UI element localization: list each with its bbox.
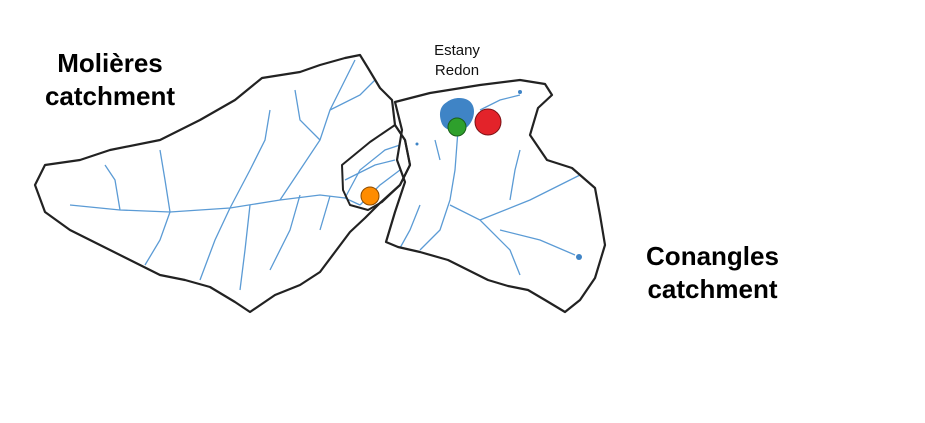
label-line: catchment [647, 274, 778, 304]
red-site-marker[interactable] [474, 108, 502, 136]
estany-redon-label: Estany Redon [422, 41, 492, 81]
label-line: Estany [434, 42, 480, 59]
green-site-marker[interactable] [447, 117, 467, 137]
rivers-molieres [69, 59, 401, 291]
pond-marker [518, 90, 522, 94]
conangles-catchment-outline [384, 78, 607, 314]
label-line: Conangles [646, 241, 779, 271]
sub-catchment-outline [341, 124, 411, 211]
label-line: Molières [57, 48, 163, 78]
conangles-catchment-label: Conangles catchment [630, 240, 795, 306]
label-line: catchment [44, 81, 176, 111]
molieres-catchment-label: Molières catchment [30, 47, 190, 113]
rivers-conangles [399, 94, 581, 276]
orange-site-marker[interactable] [360, 186, 380, 206]
label-line: Redon [434, 62, 480, 79]
pond-marker [576, 254, 582, 260]
pond-marker [415, 142, 419, 146]
lake-estany-redon [439, 98, 474, 131]
